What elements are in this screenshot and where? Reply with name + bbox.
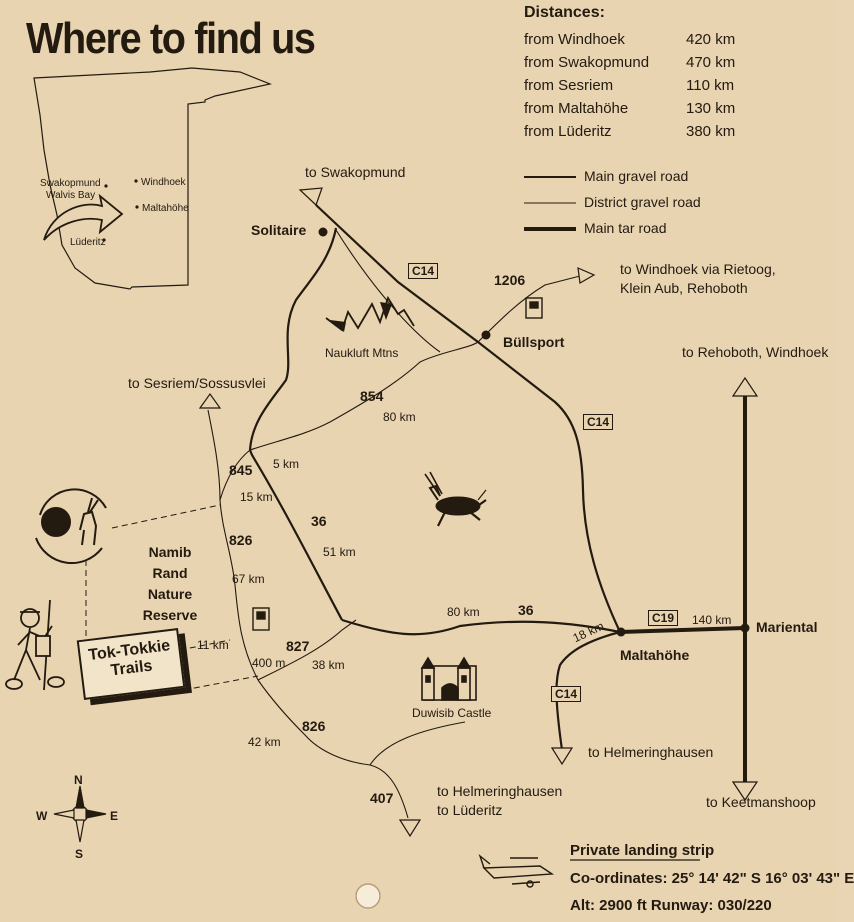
road-box-c14-top: C14 [408, 263, 439, 279]
dest-windhoek-rietoog-1: to Windhoek via Rietoog, [620, 261, 776, 277]
distances-heading: Distances: [524, 4, 605, 21]
solitaire-dot [318, 227, 328, 237]
inset-swakopmund: Swakopmund [40, 178, 101, 189]
dest-rehoboth: to Rehoboth, Windhoek [682, 344, 829, 360]
compass-e: E [110, 809, 119, 823]
road-36-bottom: 36 [518, 602, 534, 618]
main-gravel-roads [248, 204, 621, 751]
dest-sesriem: to Sesriem/Sossusvlei [128, 375, 266, 391]
compass-s: S [75, 847, 84, 861]
arrow-to-keetmanshoop [731, 781, 759, 802]
place-bullsport: Büllsport [503, 334, 565, 350]
landing-heading: Private landing strip [570, 842, 715, 859]
district-gravel-roads [207, 229, 581, 819]
place-mariental: Mariental [756, 619, 818, 635]
dest-helm-luderitz-2: to Lüderitz [437, 802, 503, 818]
arrow-to-sesriem [198, 392, 222, 409]
road-box-c14-right: C14 [583, 414, 614, 430]
dist-15km: 15 km [240, 490, 273, 504]
road-1206: 1206 [494, 272, 526, 288]
mountains-icon [325, 295, 415, 332]
reserve-label: Namib Rand Nature Reserve [142, 544, 198, 623]
tok-tokkie-trails-badge: Tok-Tokkie Trails [76, 628, 186, 700]
inset-windhoek: Windhoek [141, 177, 186, 188]
place-naukluft: Naukluft Mtns [325, 346, 399, 360]
town-dots [318, 227, 750, 637]
dist-11km: 11 km [197, 638, 229, 652]
fuel-pump-icon-2 [252, 607, 270, 631]
road-827: 827 [286, 638, 310, 654]
dist-36-80km: 80 km [447, 605, 480, 619]
arrow-to-helmeringhausen [550, 747, 574, 766]
reserve-dashed-lines [85, 504, 259, 691]
maltahohe-dot [616, 627, 626, 637]
dist-5km: 5 km [273, 457, 300, 471]
dest-helmeringhausen: to Helmeringhausen [588, 744, 714, 760]
dist-854-80km: 80 km [383, 410, 416, 424]
compass-w: W [36, 809, 48, 823]
reserve-logo-icon [35, 488, 107, 565]
direction-arrows [198, 187, 759, 838]
road-854: 854 [360, 388, 384, 404]
castle-icon [420, 656, 477, 701]
road-845: 845 [229, 462, 253, 478]
legend-main-gravel: Main gravel road [584, 168, 689, 184]
landing-coords: Co-ordinates: 25° 14' 42" S 16° 03' 43" … [570, 870, 854, 887]
page-title: Where to find us [26, 14, 316, 63]
place-duwisib: Duwisib Castle [412, 706, 492, 720]
dest-swakopmund: to Swakopmund [305, 164, 406, 180]
road-826-top: 826 [229, 532, 253, 548]
landing-alt-runway: Alt: 2900 ft Runway: 030/220 [570, 897, 772, 914]
road-407: 407 [370, 790, 394, 806]
inset-maltahohe: Maltahöhe [142, 203, 189, 214]
arrow-to-rehoboth [731, 376, 759, 397]
binder-hole [355, 883, 381, 909]
place-solitaire: Solitaire [251, 222, 307, 238]
legend-district-gravel: District gravel road [584, 194, 701, 210]
road-box-c14-bottom: C14 [551, 686, 582, 702]
fuel-pump-icon [525, 297, 543, 319]
inset-dots [102, 179, 139, 242]
dist-51km: 51 km [323, 545, 356, 559]
inset-luderitz: Lüderitz [70, 237, 106, 248]
place-maltahohe: Maltahöhe [620, 647, 690, 663]
road-36-left: 36 [311, 513, 327, 529]
hiker-icon [5, 599, 65, 691]
arrow-to-windhoek-rietoog [577, 267, 596, 284]
dist-140km: 140 km [692, 613, 732, 627]
dist-42km: 42 km [248, 735, 281, 749]
arrow-to-swakopmund [298, 187, 323, 207]
arrow-to-luderitz [398, 819, 422, 838]
dist-67km: 67 km [232, 572, 265, 586]
road-826-bottom: 826 [302, 718, 326, 734]
bullsport-dot [481, 330, 491, 340]
dest-windhoek-rietoog-2: Klein Aub, Rehoboth [620, 280, 748, 296]
legend-main-tar: Main tar road [584, 220, 667, 236]
mariental-dot [740, 623, 750, 633]
compass-rose-icon [53, 785, 107, 843]
oryx-icon [424, 471, 487, 527]
inset-arrow-icon [43, 193, 124, 241]
dist-38km: 38 km [312, 658, 345, 672]
airplane-icon [478, 853, 555, 888]
road-box-c19: C19 [648, 610, 679, 626]
dest-helm-luderitz-1: to Helmeringhausen [437, 783, 563, 799]
dist-400m: 400 m [252, 656, 286, 670]
dest-keetmanshoop: to Keetmanshoop [706, 794, 816, 810]
main-tar-roads [619, 396, 747, 782]
namibia-inset-map [33, 67, 273, 290]
inset-walvis-bay: Walvis Bay [46, 190, 96, 201]
compass-n: N [74, 773, 83, 787]
